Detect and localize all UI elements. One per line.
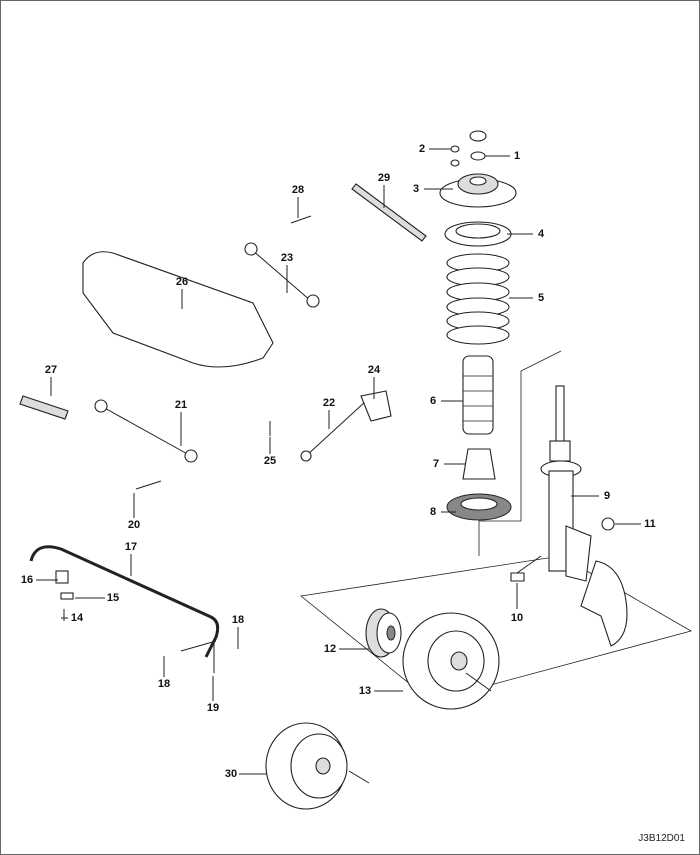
bolt-28 (290, 215, 312, 224)
callout-3: 3 (413, 183, 419, 195)
reinforcement-strip (351, 183, 427, 242)
callout-1: 1 (514, 150, 520, 162)
callout-18-right: 18 (232, 614, 244, 626)
stabilizer-bushing (55, 570, 69, 584)
leader-lines (36, 148, 641, 775)
bolt-20 (135, 480, 162, 490)
bracket-27 (19, 395, 69, 420)
callout-10: 10 (511, 612, 523, 624)
callout-23: 23 (281, 252, 293, 264)
drum-screw (348, 770, 370, 784)
lateral-link-22 (300, 400, 367, 462)
callout-16: 16 (21, 574, 33, 586)
stabilizer-link (180, 640, 217, 652)
callout-14: 14 (71, 612, 84, 624)
callout-27: 27 (45, 364, 57, 376)
steering-knuckle (580, 560, 628, 647)
callout-5: 5 (538, 292, 544, 304)
hub-bearing (365, 608, 402, 658)
callout-19: 19 (207, 702, 219, 714)
strut-nut (469, 130, 487, 161)
callout-13: 13 (359, 685, 371, 697)
stabilizer-bar (29, 545, 220, 658)
rear-crossmember (82, 251, 274, 368)
stabilizer-bracket (60, 592, 74, 600)
callout-7: 7 (433, 458, 439, 470)
callout-8: 8 (430, 506, 436, 518)
callout-28: 28 (292, 184, 304, 196)
callout-17: 17 (125, 541, 137, 553)
callout-30: 30 (225, 768, 237, 780)
callout-12: 12 (324, 643, 336, 655)
callout-4: 4 (538, 228, 545, 240)
upper-link-23 (244, 242, 320, 308)
disc-screw (465, 672, 492, 692)
lower-link-21 (94, 399, 198, 463)
lower-spring-seat (446, 493, 512, 521)
figure-code: J3B12D01 (638, 833, 685, 844)
brake-drum (265, 722, 348, 810)
callout-18-left: 18 (158, 678, 170, 690)
hub-reference-plane (300, 555, 693, 702)
callout-20: 20 (128, 519, 140, 531)
dust-boot (462, 355, 494, 435)
callout-2: 2 (419, 143, 425, 155)
strut-reference-line (478, 350, 562, 556)
strut-mount (439, 173, 517, 208)
strut-nut-11 (601, 517, 615, 531)
callout-11: 11 (644, 518, 656, 530)
callout-26: 26 (176, 276, 188, 288)
mount-nut (450, 145, 460, 167)
brake-disc (402, 612, 500, 710)
bump-stopper (462, 448, 496, 480)
callout-6: 6 (430, 395, 436, 407)
strut-assembly (540, 385, 592, 582)
coil-spring (446, 253, 510, 345)
callout-24: 24 (368, 364, 381, 376)
callout-25: 25 (264, 455, 276, 467)
upper-spring-seat (444, 221, 512, 247)
strut-bolt (510, 555, 542, 582)
callout-9: 9 (604, 490, 610, 502)
callout-22: 22 (323, 397, 335, 409)
callout-15: 15 (107, 592, 119, 604)
link-bracket-24 (360, 390, 392, 422)
callout-21: 21 (175, 399, 187, 411)
callout-29: 29 (378, 172, 390, 184)
